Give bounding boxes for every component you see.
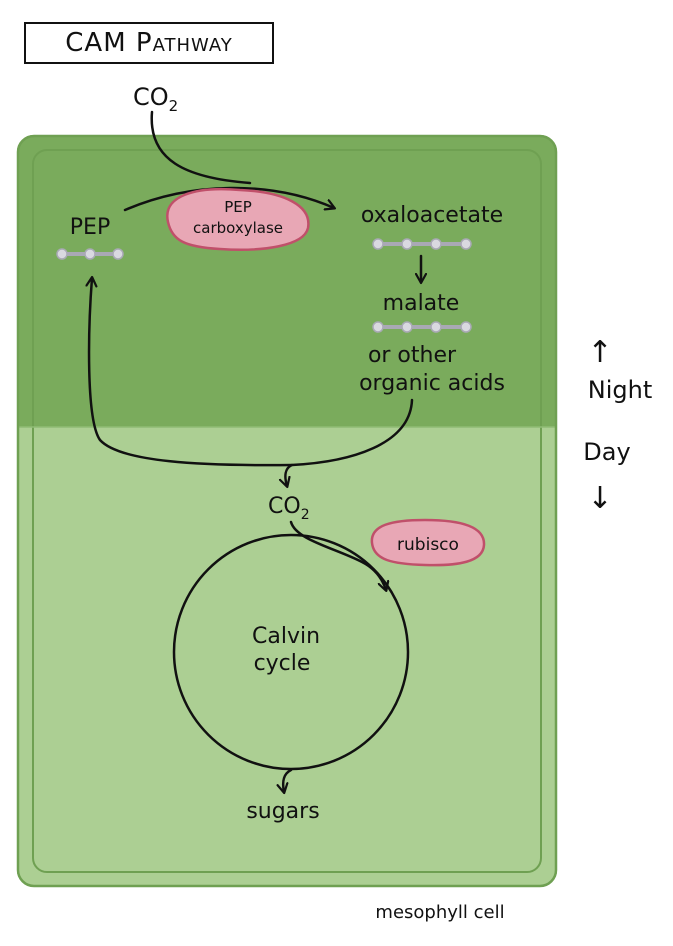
co2-released-label: CO2 xyxy=(268,494,310,523)
calvin-to-sugars-arrow xyxy=(283,768,293,792)
co2-uptake-arrow xyxy=(150,110,252,185)
calvin-cycle-label-line1: Calvin xyxy=(252,624,320,649)
pep-carboxylase-label-line2: carboxylase xyxy=(193,219,283,237)
decarboxylation-arrow xyxy=(285,398,414,486)
day-down-arrow: ↓ xyxy=(587,481,612,516)
night-up-arrow: ↑ xyxy=(587,335,612,370)
mesophyll-cell-label: mesophyll cell xyxy=(375,902,504,923)
oxaloacetate-label: oxaloacetate xyxy=(361,203,503,228)
pep-molecule xyxy=(56,248,124,260)
co2-top-label: CO2 xyxy=(133,83,178,115)
night-label: Night xyxy=(588,376,652,404)
sugars-label: sugars xyxy=(246,799,319,824)
pep-label: PEP xyxy=(70,215,110,240)
pep-regeneration-arrow xyxy=(89,278,294,467)
pep-carboxylase-label-line1: PEP xyxy=(224,198,252,216)
calvin-cycle-label-line2: cycle xyxy=(254,651,311,676)
oxaloacetate-molecule xyxy=(372,238,472,250)
rubisco-enzyme xyxy=(370,518,486,567)
cell-membrane-inner xyxy=(32,149,542,873)
title-box: CAM Pathway xyxy=(24,22,274,64)
pep-carboxylase-enzyme xyxy=(166,187,310,251)
diagram-title: CAM Pathway xyxy=(65,28,233,58)
organic-acids-label-line1: or other xyxy=(368,343,457,368)
malate-molecule xyxy=(372,321,472,333)
malate-label: malate xyxy=(383,291,460,316)
cell-wall-outline xyxy=(16,134,558,888)
organic-acids-label-line2: organic acids xyxy=(359,371,505,396)
rubisco-label: rubisco xyxy=(397,535,459,555)
day-label: Day xyxy=(583,438,630,466)
